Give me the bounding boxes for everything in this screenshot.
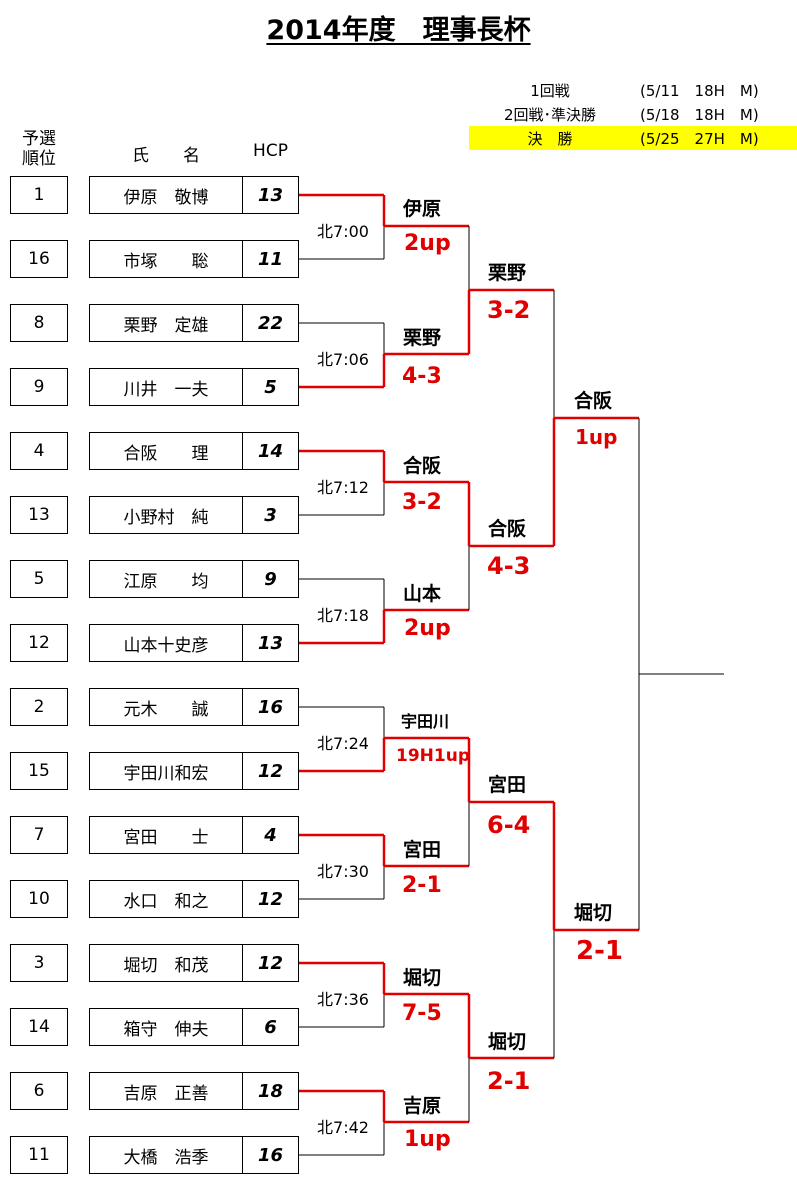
player-hcp: 13 — [242, 624, 299, 662]
rank-cell: 15 — [10, 752, 68, 790]
rank-cell: 12 — [10, 624, 68, 662]
sf-winner: 堀切 — [574, 902, 613, 924]
schedule-round-final: 決 勝 — [527, 130, 573, 148]
player-hcp: 3 — [242, 496, 299, 534]
r1-score: 2-1 — [402, 873, 442, 898]
schedule-round-2: 2回戦･準決勝 — [503, 106, 597, 124]
player-name: 元木 誠 — [89, 688, 243, 726]
player-name: 合阪 理 — [89, 432, 243, 470]
r1-winner: 宇田川 — [401, 712, 450, 731]
name-header: 氏 名 — [132, 146, 200, 166]
rank-cell: 6 — [10, 1072, 68, 1110]
rank-cell: 8 — [10, 304, 68, 342]
player-name: 宮田 士 — [89, 816, 243, 854]
player-hcp: 12 — [242, 752, 299, 790]
r1-winner: 合阪 — [403, 455, 442, 477]
sf-score: 1up — [575, 425, 618, 449]
rank-cell: 4 — [10, 432, 68, 470]
player-hcp: 16 — [242, 1136, 299, 1174]
player-hcp: 14 — [242, 432, 299, 470]
player-name: 伊原 敬博 — [89, 176, 243, 214]
r1-winner: 堀切 — [403, 967, 442, 989]
r2-score: 3-2 — [487, 296, 531, 324]
tee-time: 北7:12 — [317, 478, 369, 497]
tee-time: 北7:18 — [317, 606, 369, 625]
player-name: 水口 和之 — [89, 880, 243, 918]
player-hcp: 12 — [242, 944, 299, 982]
page-title: 2014年度 理事長杯 — [266, 15, 531, 46]
rank-cell: 2 — [10, 688, 68, 726]
r1-score: 2up — [404, 616, 451, 641]
r2-winner: 合阪 — [488, 518, 527, 540]
rank-cell: 16 — [10, 240, 68, 278]
r2-score: 4-3 — [487, 552, 531, 580]
rank-cell: 14 — [10, 1008, 68, 1046]
r1-winner: 栗野 — [403, 327, 442, 349]
player-name: 大橋 浩季 — [89, 1136, 243, 1174]
player-hcp: 5 — [242, 368, 299, 406]
player-hcp: 22 — [242, 304, 299, 342]
tee-time: 北7:06 — [317, 350, 369, 369]
tee-time: 北7:30 — [317, 862, 369, 881]
player-name: 山本十史彦 — [89, 624, 243, 662]
rank-cell: 1 — [10, 176, 68, 214]
r1-winner: 宮田 — [403, 839, 442, 861]
rank-cell: 7 — [10, 816, 68, 854]
tee-time: 北7:42 — [317, 1118, 369, 1137]
schedule-date-1: (5/11 18H M) — [640, 82, 759, 100]
rank-cell: 5 — [10, 560, 68, 598]
hcp-header: HCP — [253, 141, 288, 161]
player-hcp: 18 — [242, 1072, 299, 1110]
schedule-date-2: (5/18 18H M) — [640, 106, 759, 124]
r2-score: 6-4 — [487, 811, 531, 839]
tee-time: 北7:36 — [317, 990, 369, 1009]
r1-score: 7-5 — [402, 1001, 442, 1026]
player-name: 堀切 和茂 — [89, 944, 243, 982]
r2-winner: 栗野 — [488, 262, 527, 284]
tee-time: 北7:24 — [317, 734, 369, 753]
sf-winner: 合阪 — [574, 390, 613, 412]
r1-winner: 吉原 — [403, 1095, 442, 1117]
player-name: 栗野 定雄 — [89, 304, 243, 342]
player-name: 宇田川和宏 — [89, 752, 243, 790]
rank-header-line1: 予選 — [22, 129, 56, 149]
player-hcp: 16 — [242, 688, 299, 726]
player-hcp: 12 — [242, 880, 299, 918]
rank-cell: 10 — [10, 880, 68, 918]
player-name: 小野村 純 — [89, 496, 243, 534]
r2-winner: 宮田 — [488, 774, 527, 796]
rank-cell: 9 — [10, 368, 68, 406]
r1-score: 2up — [404, 231, 451, 256]
rank-cell: 13 — [10, 496, 68, 534]
schedule-round-1: 1回戦 — [530, 82, 570, 100]
r1-winner: 山本 — [403, 583, 442, 605]
r1-score: 19H1up — [396, 746, 470, 766]
final-highlight — [469, 126, 797, 150]
r1-score: 4-3 — [402, 364, 442, 389]
player-name: 吉原 正善 — [89, 1072, 243, 1110]
r2-winner: 堀切 — [488, 1031, 527, 1053]
sf-score: 2-1 — [576, 936, 623, 966]
player-hcp: 4 — [242, 816, 299, 854]
player-name: 箱守 伸夫 — [89, 1008, 243, 1046]
player-hcp: 11 — [242, 240, 299, 278]
r1-score: 3-2 — [402, 490, 442, 515]
player-name: 川井 一夫 — [89, 368, 243, 406]
rank-header: 予選 順位 — [10, 129, 68, 169]
player-hcp: 6 — [242, 1008, 299, 1046]
tee-time: 北7:00 — [317, 222, 369, 241]
player-hcp: 13 — [242, 176, 299, 214]
r1-score: 1up — [404, 1127, 451, 1152]
r2-score: 2-1 — [487, 1067, 531, 1095]
player-name: 市塚 聡 — [89, 240, 243, 278]
schedule-date-final: (5/25 27H M) — [640, 130, 759, 148]
r1-winner: 伊原 — [403, 198, 442, 220]
player-hcp: 9 — [242, 560, 299, 598]
rank-header-line2: 順位 — [22, 149, 56, 169]
rank-cell: 3 — [10, 944, 68, 982]
player-name: 江原 均 — [89, 560, 243, 598]
rank-cell: 11 — [10, 1136, 68, 1174]
